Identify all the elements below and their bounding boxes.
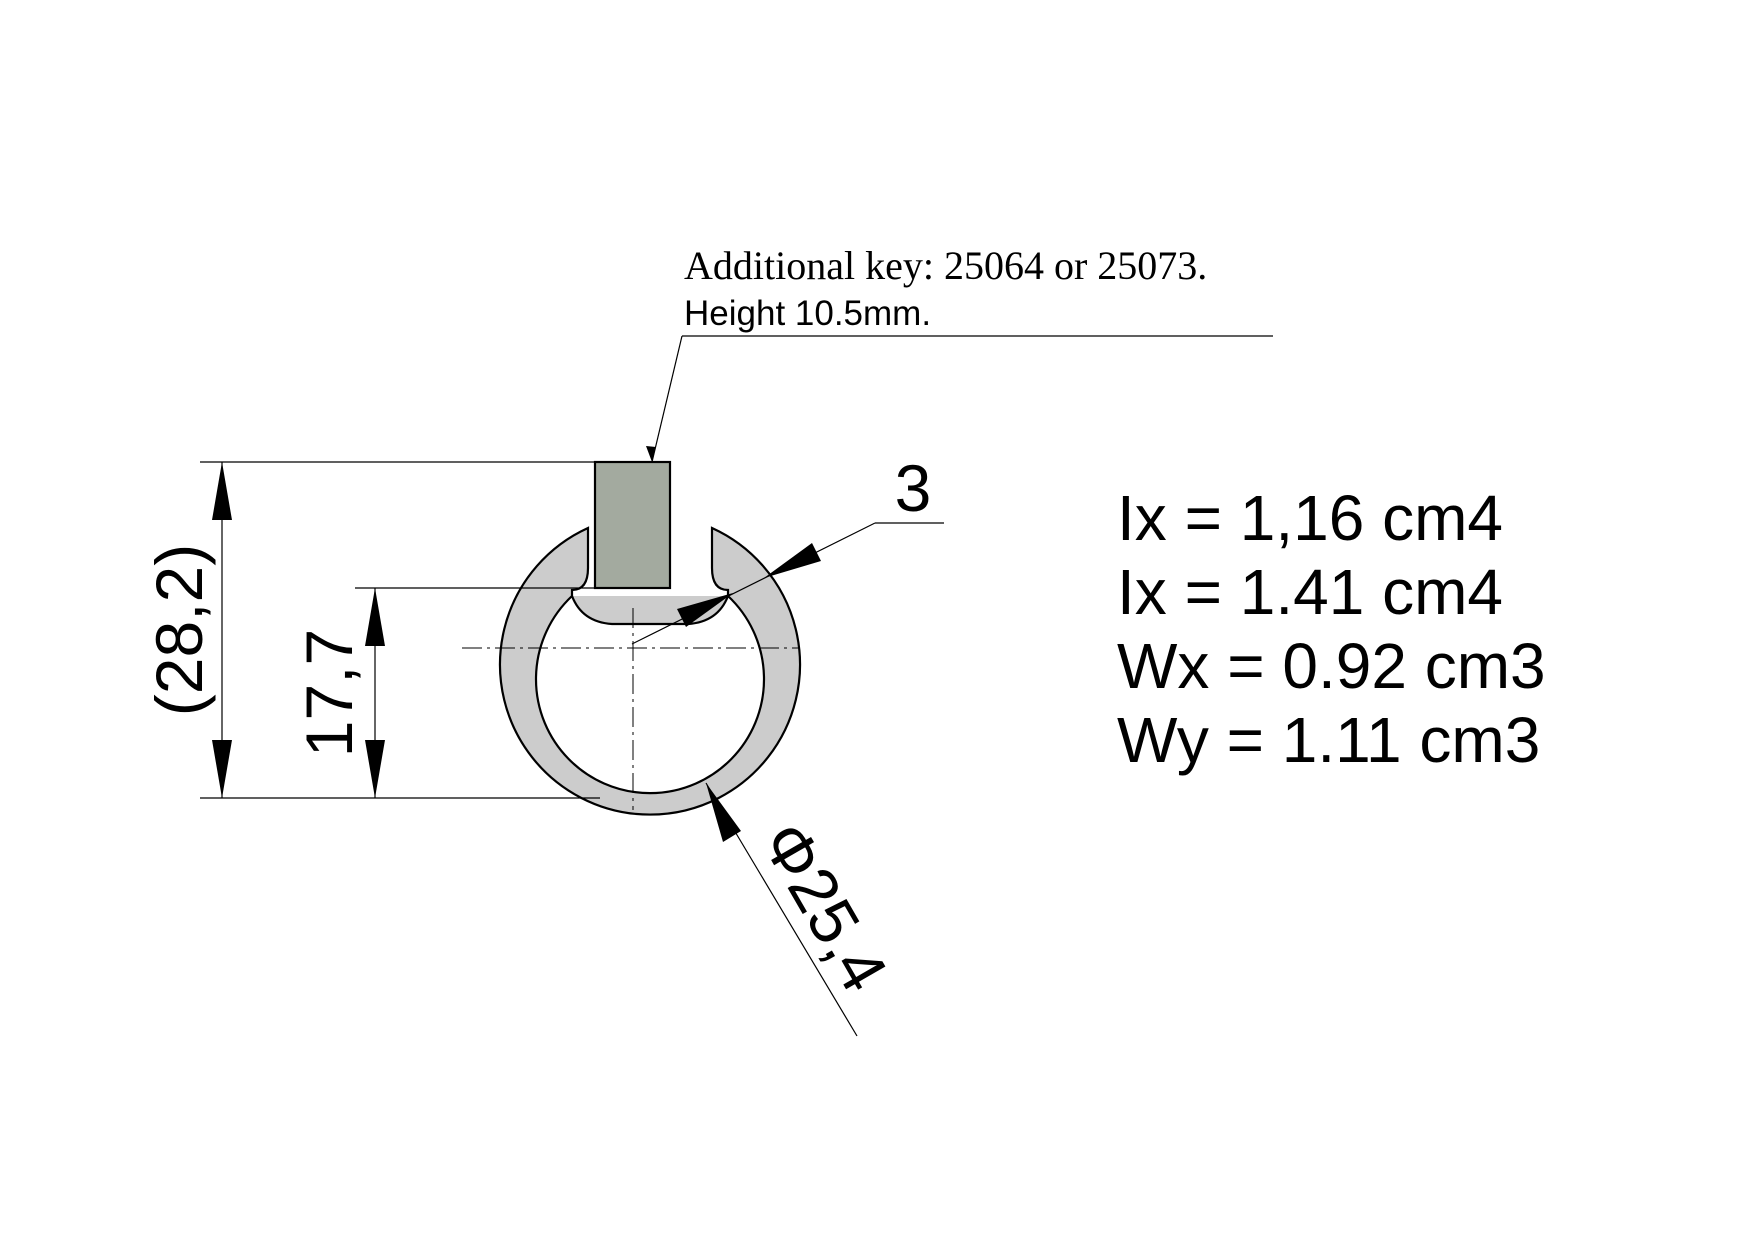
dim-text-lower-height: 17,7 [292, 629, 366, 757]
tube-profile [498, 526, 802, 816]
arrow-overall-top [212, 462, 232, 520]
arrow-diameter [706, 783, 741, 842]
arrow-lower-bottom [365, 740, 385, 798]
dim-text-wall-thickness: 3 [895, 451, 932, 525]
note-line-2: Height 10.5mm. [684, 294, 931, 333]
property-wy: Wy = 1.11 cm3 [1117, 704, 1540, 776]
property-wx: Wx = 0.92 cm3 [1117, 630, 1546, 702]
property-ix-2: Ix = 1.41 cm4 [1117, 556, 1503, 628]
property-ix-1: Ix = 1,16 cm4 [1117, 482, 1503, 554]
note-leader-arrow [646, 446, 656, 462]
arrow-thickness-inner [677, 593, 733, 627]
arrow-thickness-outer [764, 543, 821, 578]
note-line-1: Additional key: 25064 or 25073. [684, 243, 1207, 288]
dim-text-diameter: Φ25,4 [748, 810, 903, 1004]
arrow-overall-bottom [212, 740, 232, 798]
dim-text-overall-height: (28,2) [142, 544, 216, 716]
additional-key [593, 460, 672, 590]
dim-line-thickness [631, 522, 876, 645]
note-leader [651, 335, 683, 463]
arrow-lower-top [365, 588, 385, 646]
